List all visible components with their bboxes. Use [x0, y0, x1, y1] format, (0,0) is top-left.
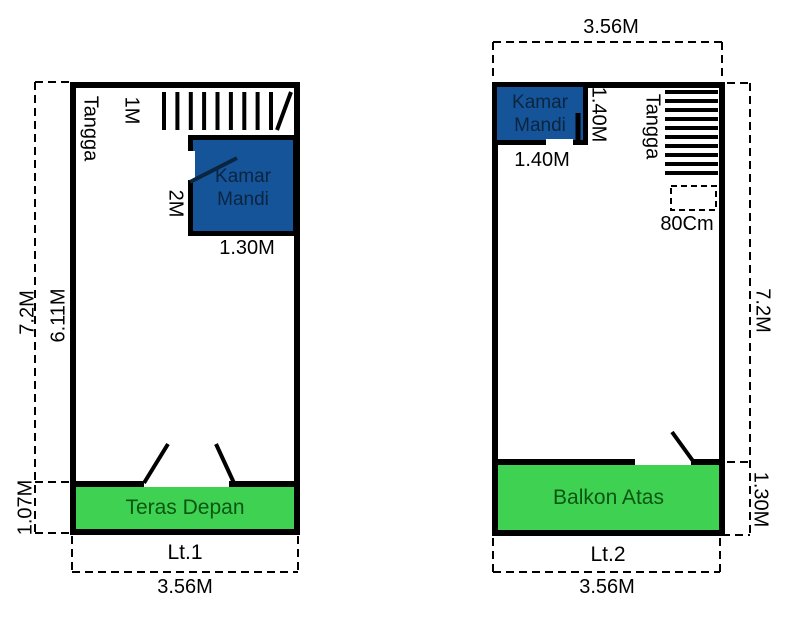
terrace-wall-right [229, 481, 300, 487]
stairs-label-lt2: Tangga [641, 93, 664, 159]
dim-top-width-lt2: 3.56M [583, 16, 639, 38]
dim-bottom-width-lt1: 3.56M [157, 576, 213, 598]
bathroom-lt2-door-gap [546, 139, 573, 147]
dim-total-height-lt2: 7.2M [751, 287, 774, 333]
bathroom-lt2-label-line1: Kamar [512, 92, 568, 114]
bathroom-lt1-label-line2: Mandi [217, 188, 269, 210]
dim-bathroom-height-lt1: 2M [164, 189, 187, 217]
dim-stairs-width-lt2: 80Cm [660, 213, 714, 235]
bathroom-lt1-label: Kamar Mandi [188, 135, 298, 236]
dim-inner-height-lt1: 6.11M [47, 287, 70, 343]
dim-bathroom-width-lt1: 1.30M [219, 237, 275, 259]
balcony-label: Balkon Atas [553, 485, 664, 509]
stairs-label-lt1: Tangga [79, 95, 102, 161]
terrace-wall-left [70, 481, 144, 487]
floor-label-lt1: Lt.1 [167, 541, 203, 564]
dim-terrace-depth-lt1: 1.07M [14, 479, 37, 535]
floor-label-lt2: Lt.2 [590, 543, 626, 566]
terrace-label: Teras Depan [125, 496, 245, 519]
dim-bottom-width-lt2: 3.56M [579, 576, 635, 598]
dim-balcony-depth-lt2: 1.30M [749, 471, 772, 527]
bathroom-lt1 [188, 135, 298, 236]
bathroom-lt2-label: Kamar Mandi [492, 82, 588, 145]
balcony-wall-right [691, 459, 725, 465]
balcony: Balkon Atas [498, 465, 719, 530]
bathroom-lt2-label-line2: Mandi [514, 114, 566, 136]
bathroom-lt1-label-line1: Kamar [215, 166, 271, 188]
balcony-wall-left [492, 459, 635, 465]
bathroom-lt2 [492, 82, 588, 145]
dim-bathroom-width-bottom-lt2: 1.40M [514, 149, 570, 171]
terrace: Teras Depan [76, 487, 294, 529]
dim-stairs-width-lt1: 1M [120, 96, 143, 124]
